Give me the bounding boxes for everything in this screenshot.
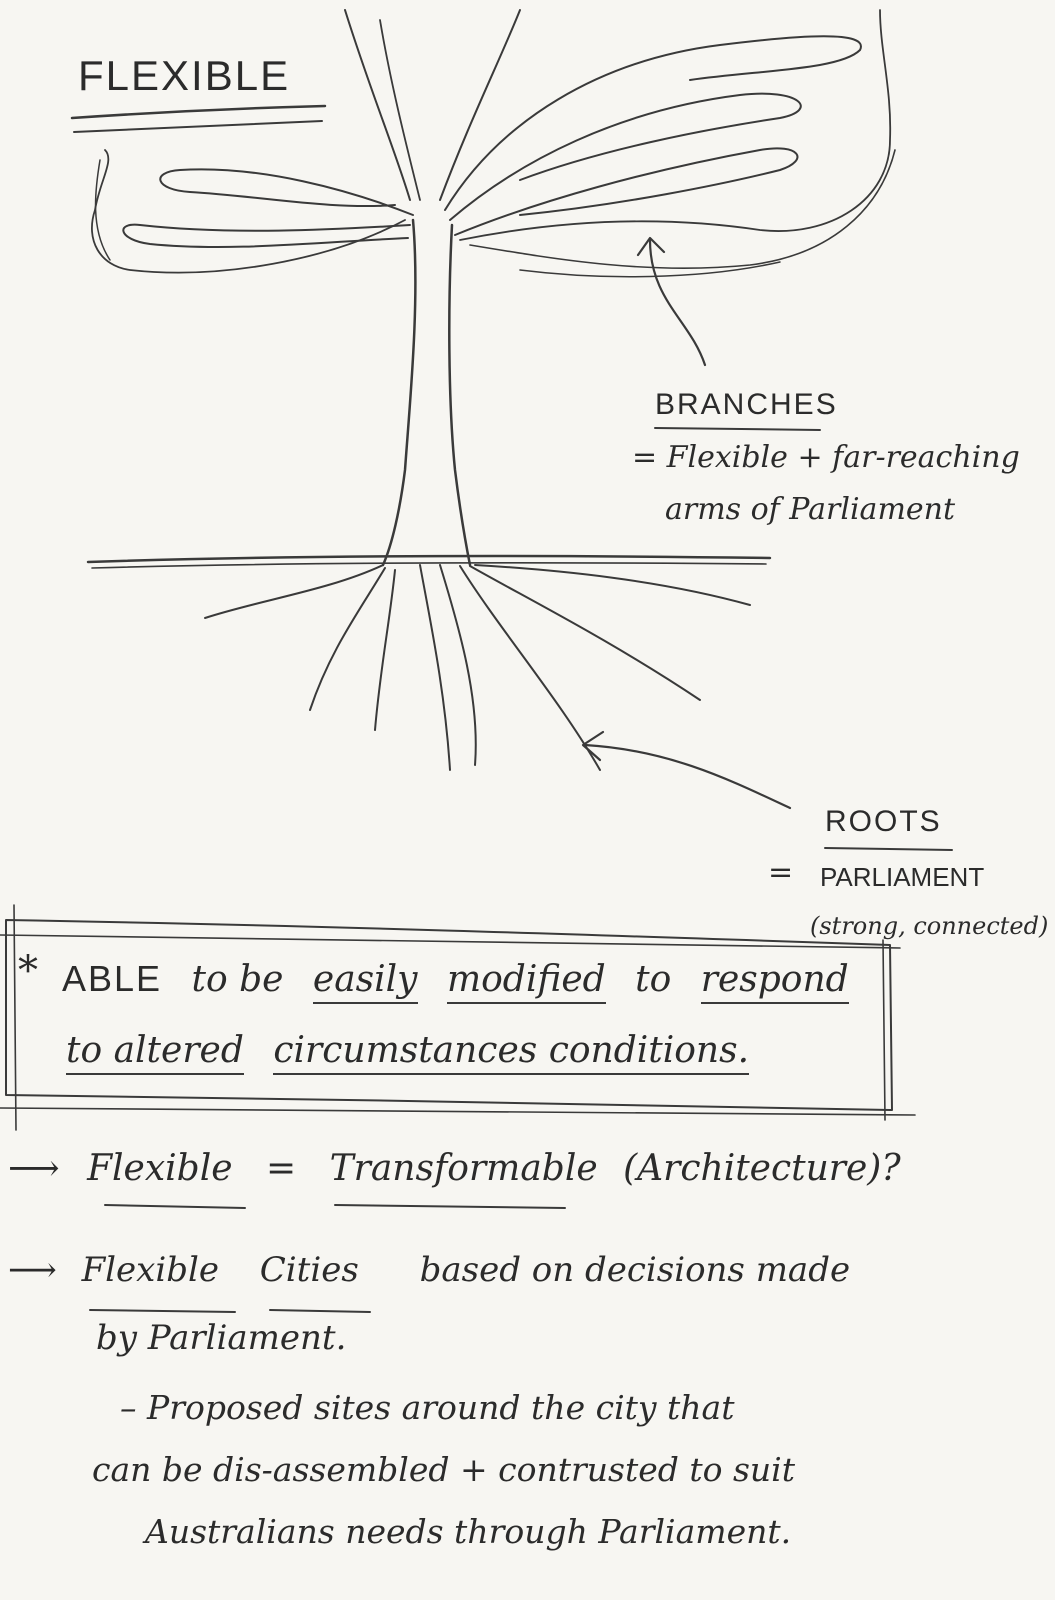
branch	[94, 159, 111, 261]
root	[374, 569, 396, 731]
branch	[454, 147, 799, 236]
branch	[469, 149, 896, 270]
definition-line-2: to altered circumstances conditions.	[66, 1030, 750, 1075]
note-1-flexible: Flexible	[87, 1148, 233, 1189]
word-able: ABLE	[62, 958, 163, 999]
word-modified: modified	[446, 959, 606, 1004]
arrow-to-roots	[583, 743, 792, 810]
roots-heading: ROOTS	[825, 805, 942, 838]
underline	[334, 1204, 566, 1209]
note-2-line-2: by Parliament.	[96, 1318, 347, 1358]
roots-line-1: PARLIAMENT	[820, 862, 985, 892]
tree-trunk-left	[381, 218, 417, 567]
branches-line-1: = Flexible + far-reaching	[632, 440, 1020, 475]
note-1-transformable: Transformable	[329, 1148, 598, 1189]
roots-underline	[824, 847, 953, 851]
note-2-line-4: can be dis-assembled + contrusted to sui…	[92, 1450, 795, 1489]
box-bottom-line	[0, 1107, 916, 1116]
note-2-line-3: – Proposed sites around the city that	[120, 1388, 735, 1427]
branch	[459, 9, 892, 241]
roots-equals: =	[768, 855, 794, 890]
roots-line-2: (strong, connected)	[810, 912, 1049, 940]
root	[474, 564, 751, 606]
root	[419, 564, 451, 771]
definition-star: *	[18, 948, 38, 994]
box-right-line	[882, 939, 886, 1121]
note-2-line-5: Australians needs through Parliament.	[145, 1512, 792, 1551]
underline	[104, 1204, 246, 1209]
word-to: to	[635, 959, 672, 1000]
note-1-equals: =	[266, 1148, 297, 1189]
branch	[91, 149, 406, 274]
branches-underline	[654, 427, 821, 431]
branch	[519, 261, 781, 278]
phrase-to-altered: to altered	[66, 1030, 244, 1075]
arrow-head	[636, 236, 666, 257]
branch	[439, 9, 521, 201]
root	[459, 565, 601, 771]
tree-trunk-right	[448, 223, 472, 567]
definition-box	[5, 919, 893, 1111]
note-2-line-1: ⟶ Flexible Cities based on decisions mad…	[8, 1250, 850, 1290]
branch	[122, 223, 411, 248]
underline	[269, 1309, 371, 1313]
branch	[344, 9, 411, 201]
branches-line-2: arms of Parliament	[665, 492, 956, 527]
arrow-icon: ⟶	[8, 1250, 57, 1290]
arrow-head	[581, 730, 605, 762]
box-top-line	[0, 934, 901, 949]
arrow-icon: ⟶	[8, 1148, 60, 1189]
box-left-line	[13, 904, 17, 1131]
branch	[379, 19, 421, 201]
word-respond: respond	[700, 959, 849, 1004]
arrow-to-branches	[648, 238, 707, 367]
title-underline	[70, 104, 327, 120]
branches-heading: BRANCHES	[655, 388, 838, 421]
word-to-be: to be	[191, 959, 284, 1000]
root	[469, 565, 701, 701]
page-title: FLEXIBLE	[78, 52, 291, 99]
phrase-circumstances: circumstances conditions.	[273, 1030, 750, 1075]
note-2-cities: Cities	[259, 1250, 359, 1290]
definition-line-1: ABLE to be easily modified to respond	[62, 958, 849, 1004]
branch	[444, 35, 862, 211]
note-1-architecture: (Architecture)?	[623, 1148, 901, 1189]
ground-line	[86, 554, 772, 564]
branch	[159, 168, 414, 216]
ground-line-2	[91, 562, 767, 569]
underline	[89, 1309, 236, 1313]
root	[309, 567, 386, 711]
title-underline-2	[73, 120, 323, 133]
note-2-based: based on decisions made	[419, 1250, 851, 1290]
word-easily: easily	[312, 959, 418, 1004]
note-1: ⟶ Flexible = Transformable (Architecture…	[8, 1148, 901, 1189]
root	[439, 564, 477, 766]
root	[204, 564, 384, 619]
branch	[449, 92, 802, 221]
note-2-flexible: Flexible	[81, 1250, 219, 1290]
